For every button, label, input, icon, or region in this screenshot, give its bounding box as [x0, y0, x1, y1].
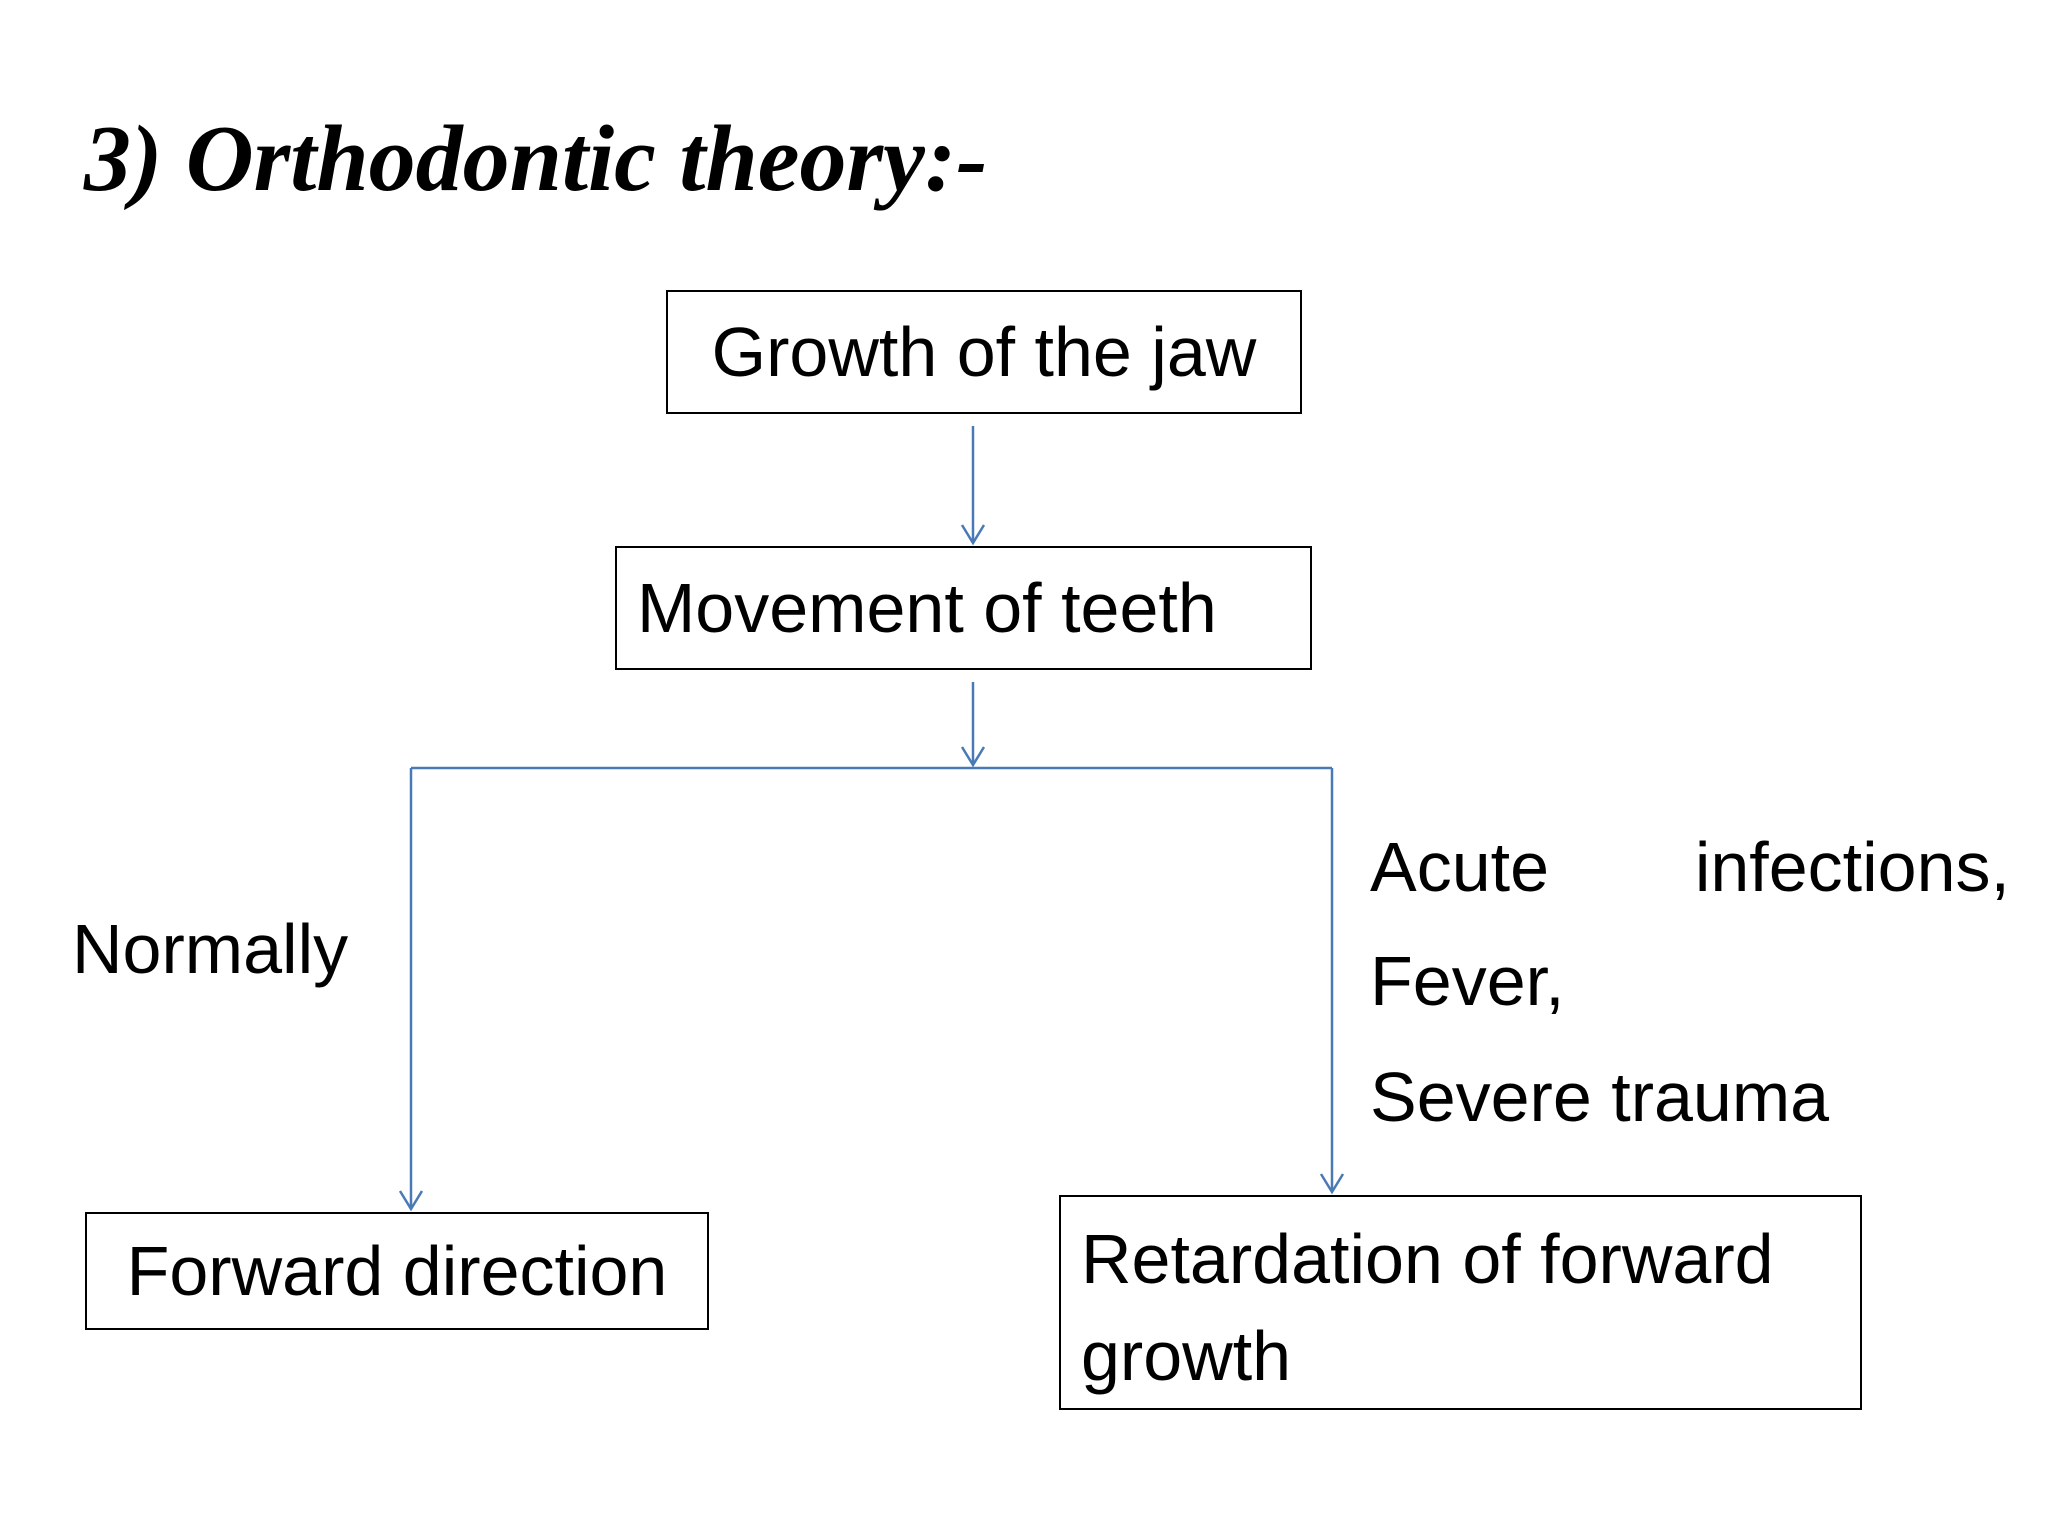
slide-title: 3) Orthodontic theory:- [84, 107, 988, 211]
arrowhead-forward [398, 1190, 424, 1212]
node-growth-of-jaw: Growth of the jaw [666, 290, 1302, 414]
branch-condition-acute-infections: Acute infections, [1370, 828, 2010, 906]
node-retardation-label: Retardation of forward growth [1081, 1220, 1774, 1395]
node-forward-direction: Forward direction [85, 1212, 709, 1330]
branch-label-normally: Normally [72, 910, 349, 988]
node-movement-of-teeth: Movement of teeth [615, 546, 1312, 670]
arrowhead-retardation [1319, 1173, 1345, 1195]
arrowhead-movement [960, 524, 986, 546]
arrowhead-branch [960, 746, 986, 768]
node-growth-label: Growth of the jaw [711, 312, 1257, 391]
branch-condition-severe-trauma: Severe trauma [1370, 1058, 1830, 1136]
node-forward-label: Forward direction [126, 1231, 668, 1310]
branch-condition-fever: Fever, [1370, 942, 1565, 1020]
node-movement-label: Movement of teeth [637, 568, 1217, 647]
node-retardation-of-growth: Retardation of forward growth [1059, 1195, 1862, 1410]
